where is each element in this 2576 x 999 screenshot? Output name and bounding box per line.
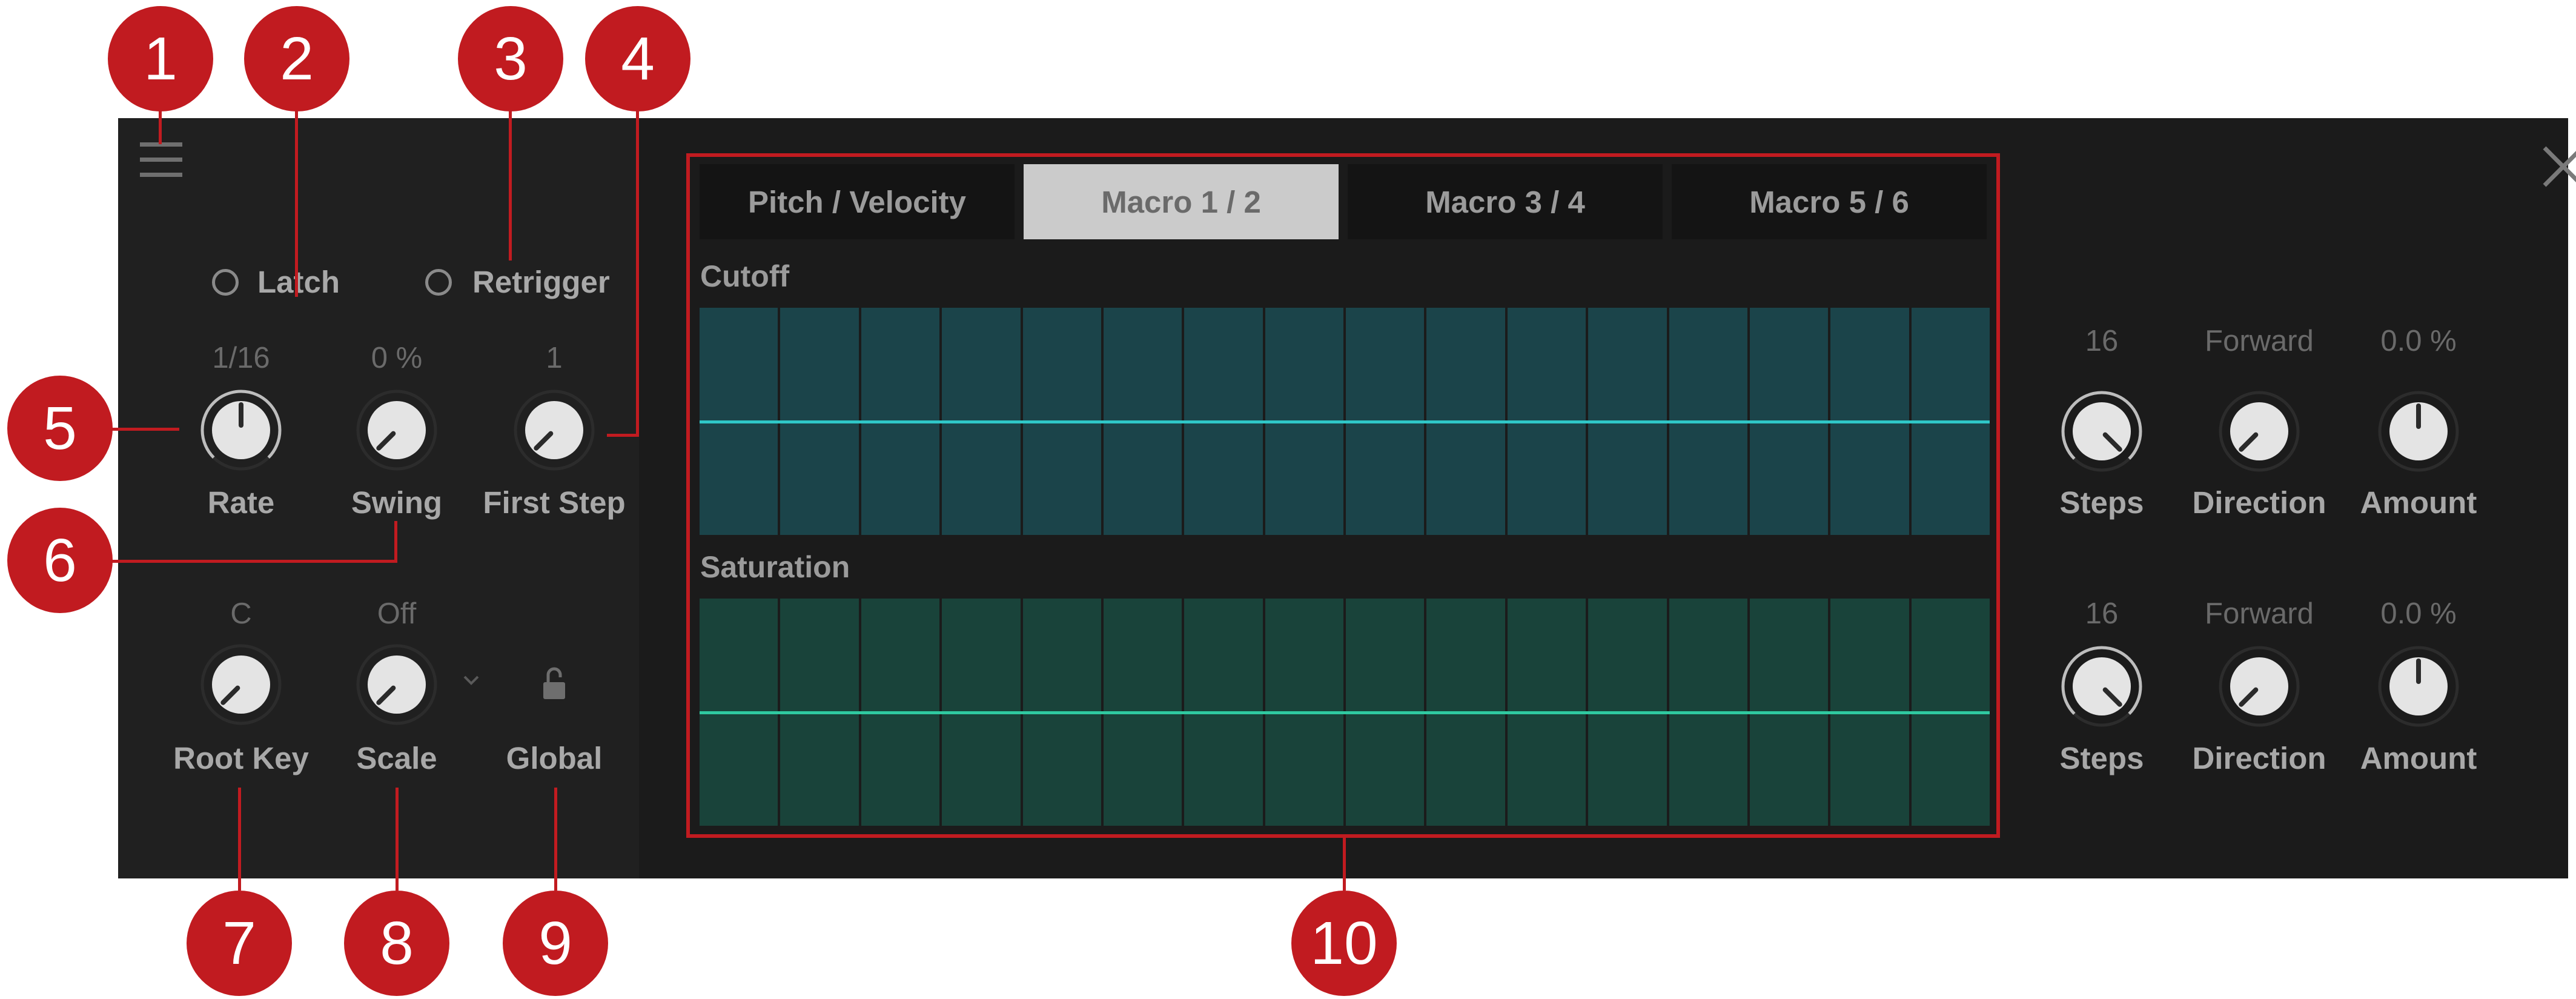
swing-value: 0 % [371, 342, 423, 374]
scale-knob[interactable] [351, 639, 442, 730]
callout-badge-8: 8 [344, 891, 449, 996]
callout-line-4 [636, 109, 639, 436]
root-key-label: Root Key [173, 741, 309, 775]
direction-label-1: Direction [2192, 485, 2326, 520]
callout-line-5 [108, 428, 179, 431]
callout-line-6a [108, 560, 397, 563]
retrigger-label[interactable]: Retrigger [472, 265, 610, 299]
lane-title-cutoff: Cutoff [700, 259, 790, 293]
step-lane-cutoff[interactable] [700, 308, 1990, 535]
direction-value-1: Forward [2205, 325, 2314, 357]
amount-value-2: 0.0 % [2380, 597, 2457, 630]
callout-line-10 [1343, 836, 1346, 891]
first-step-value: 1 [546, 342, 563, 374]
callout-badge-5: 5 [7, 376, 113, 481]
callout-line-3 [509, 109, 512, 261]
callout-badge-1: 1 [108, 6, 213, 111]
callout-badge-9: 9 [503, 891, 608, 996]
close-x-icon[interactable] [2541, 144, 2576, 189]
callout-line-6b [394, 521, 397, 563]
rate-knob[interactable] [196, 385, 286, 476]
tab-pitch-velocity[interactable]: Pitch / Velocity [700, 164, 1015, 239]
tab-label: Macro 3 / 4 [1425, 184, 1585, 219]
latch-checkbox[interactable] [212, 269, 239, 296]
callout-badge-4: 4 [585, 6, 690, 111]
amount-value-1: 0.0 % [2380, 325, 2457, 357]
steps-label-2: Steps [2059, 741, 2144, 775]
scale-value: Off [377, 597, 417, 630]
hamburger-menu-icon[interactable] [140, 142, 182, 178]
direction-value-2: Forward [2205, 597, 2314, 630]
latch-label[interactable]: Latch [257, 265, 340, 299]
sequencer-left-panel [118, 118, 639, 878]
callout-line-8 [396, 788, 399, 891]
direction-knob-1[interactable] [2214, 386, 2305, 477]
tab-label: Macro 1 / 2 [1101, 184, 1261, 219]
callout-badge-3: 3 [458, 6, 563, 111]
lane-value-line [700, 711, 1990, 714]
root-key-knob[interactable] [196, 639, 286, 730]
direction-label-2: Direction [2192, 741, 2326, 775]
tab-macro-1-2[interactable]: Macro 1 / 2 [1024, 164, 1339, 239]
lane-value-line [700, 420, 1990, 423]
rate-value: 1/16 [212, 342, 270, 374]
callout-badge-10: 10 [1291, 891, 1397, 996]
steps-knob-2[interactable] [2056, 641, 2147, 732]
scale-label: Scale [356, 741, 437, 775]
callout-badge-6: 6 [7, 508, 113, 613]
steps-knob-1[interactable] [2056, 386, 2147, 477]
lane-title-saturation: Saturation [700, 550, 850, 584]
swing-label: Swing [351, 485, 443, 520]
steps-value-2: 16 [2085, 597, 2119, 630]
rate-label: Rate [207, 485, 275, 520]
amount-label-2: Amount [2360, 741, 2477, 775]
global-label: Global [506, 741, 603, 775]
callout-line-9 [554, 788, 557, 891]
first-step-label: First Step [483, 485, 626, 520]
tab-label: Macro 5 / 6 [1749, 184, 1909, 219]
swing-knob[interactable] [351, 385, 442, 476]
steps-label-1: Steps [2059, 485, 2144, 520]
callout-line-4b [607, 434, 639, 437]
retrigger-checkbox[interactable] [425, 269, 452, 296]
first-step-knob[interactable] [509, 385, 600, 476]
callout-badge-7: 7 [187, 891, 292, 996]
callout-line-1 [159, 109, 162, 144]
callout-badge-2: 2 [244, 6, 349, 111]
direction-knob-2[interactable] [2214, 641, 2305, 732]
step-lane-saturation[interactable] [700, 599, 1990, 826]
root-key-value: C [230, 597, 252, 630]
sequencer-highlight-box [686, 153, 2000, 838]
amount-knob-2[interactable] [2373, 641, 2464, 732]
unlock-icon[interactable] [541, 665, 568, 702]
chevron-down-icon[interactable] [462, 674, 480, 687]
tab-label: Pitch / Velocity [748, 184, 966, 219]
amount-label-1: Amount [2360, 485, 2477, 520]
tab-macro-3-4[interactable]: Macro 3 / 4 [1348, 164, 1663, 239]
tab-macro-5-6[interactable]: Macro 5 / 6 [1672, 164, 1987, 239]
steps-value-1: 16 [2085, 325, 2119, 357]
callout-line-2 [295, 109, 298, 297]
amount-knob-1[interactable] [2373, 386, 2464, 477]
callout-line-7 [238, 788, 241, 891]
